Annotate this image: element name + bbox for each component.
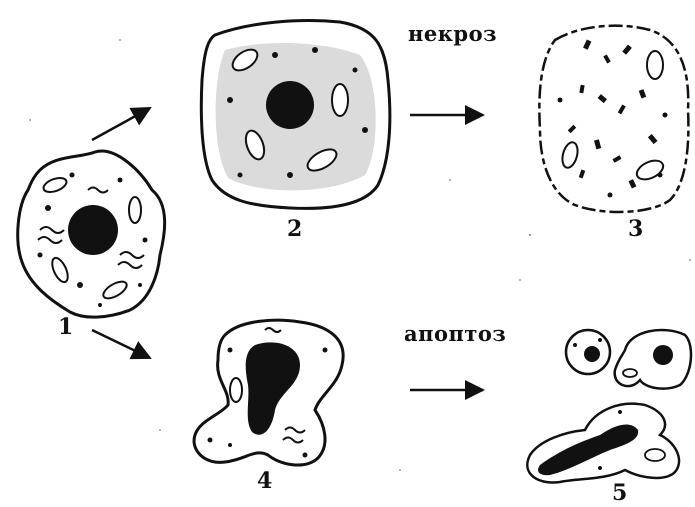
label-cell-4: 4: [257, 470, 272, 492]
cell-3-lysed: [539, 26, 688, 212]
label-apoptotic-bodies: 5: [612, 482, 627, 504]
label-apoptosis: апоптоз: [404, 323, 506, 344]
arrow-1-to-4: [92, 330, 150, 358]
apoptotic-bodies: [527, 330, 691, 483]
label-cell-3: 3: [628, 218, 643, 240]
apoptotic-body-small: [566, 330, 610, 374]
label-necrosis: некроз: [408, 23, 497, 44]
cell-4-condensed: [194, 320, 343, 465]
apoptotic-body-medium: [615, 330, 691, 389]
cell-1-nucleus: [68, 205, 118, 255]
apoptotic-body-large: [527, 404, 679, 483]
cell-2-swollen: [201, 21, 390, 209]
cell-2-nucleus: [266, 81, 314, 129]
label-cell-2: 2: [287, 218, 302, 240]
label-cell-1: 1: [58, 316, 73, 338]
arrow-1-to-2: [92, 108, 150, 140]
cell-1-normal: [18, 151, 165, 317]
